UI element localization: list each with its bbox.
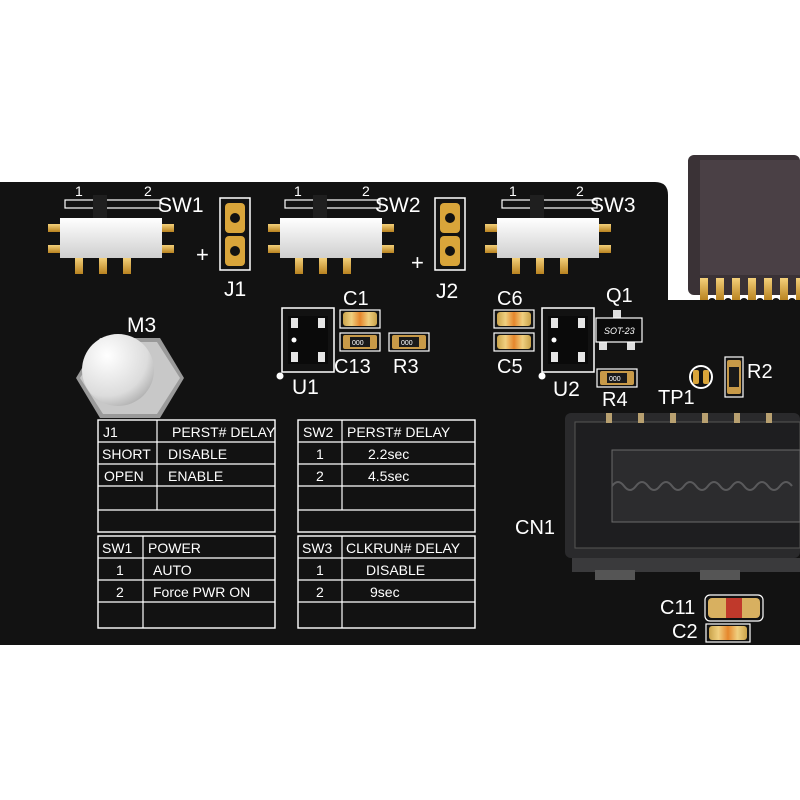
- c13-label: C13: [334, 356, 371, 378]
- sw1-power-table: SW1 POWER 1 AUTO 2 Force PWR ON: [97, 535, 276, 629]
- c11-capacitor: [704, 594, 764, 622]
- sw1-table-cell: AUTO: [153, 562, 192, 578]
- sw2-pin2: 2: [362, 183, 370, 199]
- sw1-table-header-2: POWER: [148, 540, 201, 556]
- r3-resistor: [388, 332, 430, 352]
- j1-table-cell: ENABLE: [168, 468, 223, 484]
- j1-table-cell: OPEN: [104, 468, 144, 484]
- q1-transistor: [595, 310, 643, 350]
- tp1-label: TP1: [658, 387, 695, 409]
- sw1-pin2: 2: [144, 183, 152, 199]
- sw1-slide-switch[interactable]: [48, 195, 174, 274]
- j2-jumper[interactable]: [434, 197, 466, 271]
- u1-chip: [276, 307, 335, 380]
- j1-label: J1: [224, 278, 246, 301]
- j1-delay-table: J1 PERST# DELAY SHORT DISABLE OPEN ENABL…: [97, 419, 276, 533]
- sw3-slide-switch[interactable]: [485, 195, 611, 274]
- sw2-pin1: 1: [294, 183, 302, 199]
- sw3-table-cell: 9sec: [370, 584, 400, 600]
- sw3-table-header-2: CLKRUN# DELAY: [346, 540, 461, 556]
- r4-code: 000: [609, 376, 621, 383]
- r3-code: 000: [401, 340, 413, 347]
- j1-jumper[interactable]: [219, 197, 251, 271]
- j1-table-cell: SHORT: [102, 446, 151, 462]
- c5-capacitor: [493, 332, 535, 352]
- m3-label: M3: [127, 314, 156, 337]
- sw1-pin1: 1: [75, 183, 83, 199]
- q1-label: Q1: [606, 285, 633, 307]
- r4-resistor: [596, 368, 638, 388]
- sw2-table-cell: 1: [316, 446, 324, 462]
- c1-capacitor: [339, 309, 381, 329]
- u2-label: U2: [553, 378, 580, 401]
- c13-capacitor: [339, 332, 381, 352]
- c11-label: C11: [660, 597, 695, 619]
- sw2-slide-switch[interactable]: [268, 195, 394, 274]
- c2-label: C2: [672, 621, 698, 643]
- sw2-label: SW2: [375, 194, 421, 217]
- sw3-clkrun-table: SW3 CLKRUN# DELAY 1 DISABLE 2 9sec: [297, 535, 476, 629]
- r2-resistor: [724, 356, 744, 398]
- j1-table-header-2: PERST# DELAY: [172, 424, 276, 440]
- q1-package: SOT-23: [604, 326, 635, 336]
- j1-table-header-1: J1: [103, 424, 118, 440]
- sw1-table-cell: 1: [116, 562, 124, 578]
- sw2-table-cell: 2: [316, 468, 324, 484]
- u1-label: U1: [292, 376, 319, 399]
- m3-standoff: [76, 334, 184, 418]
- sw2-table-header-2: PERST# DELAY: [347, 424, 451, 440]
- sw3-table-header-1: SW3: [302, 540, 333, 556]
- c5-label: C5: [497, 356, 523, 378]
- r3-label: R3: [393, 356, 419, 378]
- j2-label: J2: [436, 280, 458, 303]
- sw2-delay-table: SW2 PERST# DELAY 1 2.2sec 2 4.5sec: [297, 419, 476, 533]
- sw3-table-cell: 1: [316, 562, 324, 578]
- r4-label: R4: [602, 389, 628, 411]
- sw3-table-cell: DISABLE: [366, 562, 425, 578]
- pcb-board: [0, 182, 668, 645]
- c6-label: C6: [497, 288, 523, 310]
- r2-label: R2: [747, 361, 773, 383]
- j1-table-cell: DISABLE: [168, 446, 227, 462]
- j1-plus: +: [196, 242, 209, 267]
- tp1-testpoint[interactable]: [689, 365, 713, 389]
- sw1-table-cell: 2: [116, 584, 124, 600]
- j2-plus: +: [411, 250, 424, 275]
- sw1-table-header-1: SW1: [102, 540, 133, 556]
- sw1-table-cell: Force PWR ON: [153, 584, 250, 600]
- sw3-pin1: 1: [509, 183, 517, 199]
- u2-chip: [538, 307, 595, 380]
- c13-code: 000: [352, 340, 364, 347]
- sw3-pin2: 2: [576, 183, 584, 199]
- sw2-table-cell: 4.5sec: [368, 468, 409, 484]
- sw3-table-cell: 2: [316, 584, 324, 600]
- cn1-connector[interactable]: [565, 413, 800, 580]
- cn1-label: CN1: [515, 517, 555, 539]
- sw3-label: SW3: [590, 194, 636, 217]
- sw1-label: SW1: [158, 194, 204, 217]
- flex-connector: [688, 155, 800, 306]
- c1-label: C1: [343, 288, 369, 310]
- sw2-table-cell: 2.2sec: [368, 446, 409, 462]
- c2-capacitor: [705, 623, 751, 643]
- sw2-table-header-1: SW2: [303, 424, 334, 440]
- c6-capacitor: [493, 309, 535, 329]
